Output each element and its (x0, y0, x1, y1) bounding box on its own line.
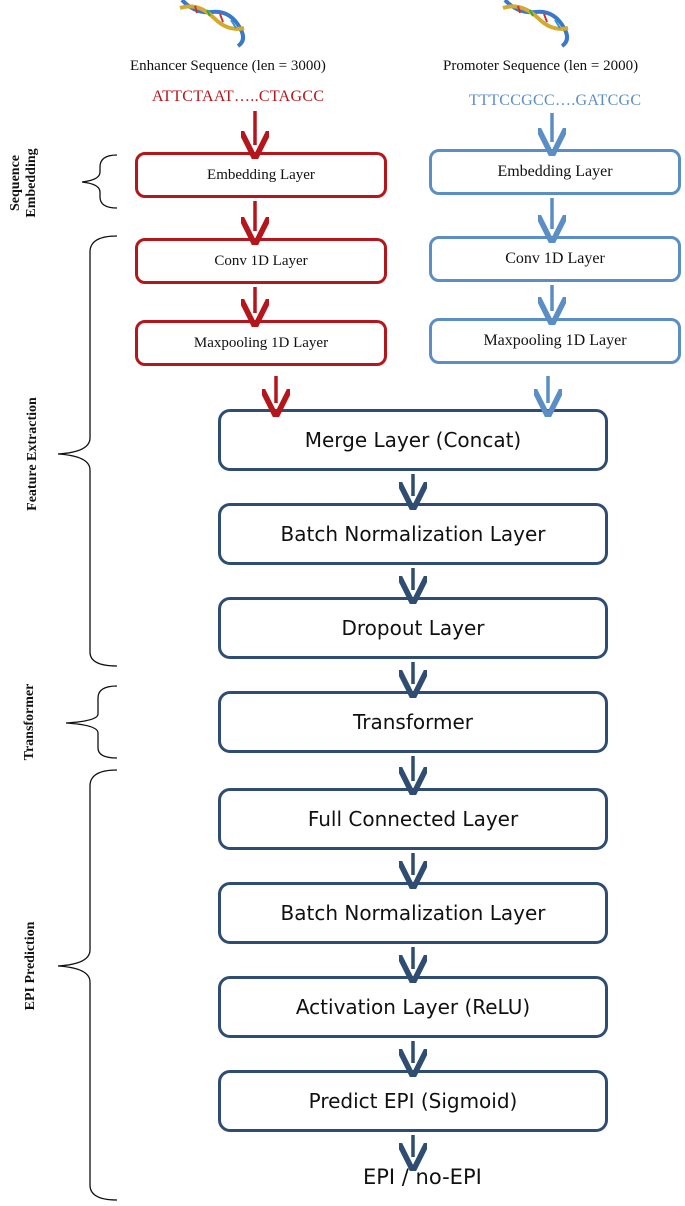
merge-layer: Merge Layer (Concat) (218, 409, 608, 471)
batch-normalization-label-1: Batch Normalization Layer (280, 522, 546, 546)
enhancer-conv1d-layer: Conv 1D Layer (135, 238, 387, 284)
activation-layer: Activation Layer (ReLU) (218, 976, 608, 1038)
batch-normalization-label-2: Batch Normalization Layer (280, 901, 546, 925)
enhancer-sequence: ATTCTAAT…..CTAGCC (152, 88, 325, 105)
enhancer-embedding-label: Embedding Layer (207, 166, 315, 183)
dna-helix-icon (179, 0, 245, 48)
enhancer-conv1d-label: Conv 1D Layer (214, 252, 308, 269)
enhancer-maxpooling-layer: Maxpooling 1D Layer (135, 320, 387, 366)
predict-epi-label: Predict EPI (Sigmoid) (308, 1089, 518, 1113)
promoter-title: Promoter Sequence (len = 2000) (443, 58, 639, 74)
predict-epi-layer: Predict EPI (Sigmoid) (218, 1070, 608, 1132)
full-connected-label: Full Connected Layer (307, 807, 519, 831)
dropout-layer-label: Dropout Layer (341, 616, 485, 640)
enhancer-title: Enhancer Sequence (len = 3000) (130, 58, 326, 74)
brace-sequence-embedding (81, 154, 118, 209)
batch-normalization-layer-1: Batch Normalization Layer (218, 503, 608, 565)
promoter-embedding-layer: Embedding Layer (429, 149, 681, 195)
activation-layer-label: Activation Layer (ReLU) (295, 995, 531, 1019)
dna-helix-icon (502, 0, 569, 48)
promoter-embedding-label: Embedding Layer (497, 163, 613, 180)
enhancer-maxpooling-label: Maxpooling 1D Layer (193, 334, 329, 351)
merge-layer-label: Merge Layer (Concat) (304, 428, 522, 452)
transformer-layer: Transformer (218, 691, 608, 753)
brace-transformer (65, 685, 118, 759)
promoter-maxpooling-label: Maxpooling 1D Layer (483, 332, 627, 349)
dna-icons (179, 0, 569, 48)
transformer-layer-label: Transformer (352, 710, 473, 734)
brace-feature-extraction (57, 235, 118, 667)
brace-epi-prediction (57, 769, 118, 1201)
promoter-conv1d-label: Conv 1D Layer (505, 250, 605, 267)
promoter-sequence: TTTCCGCC….GATCGC (469, 92, 642, 109)
full-connected-layer: Full Connected Layer (218, 788, 608, 850)
